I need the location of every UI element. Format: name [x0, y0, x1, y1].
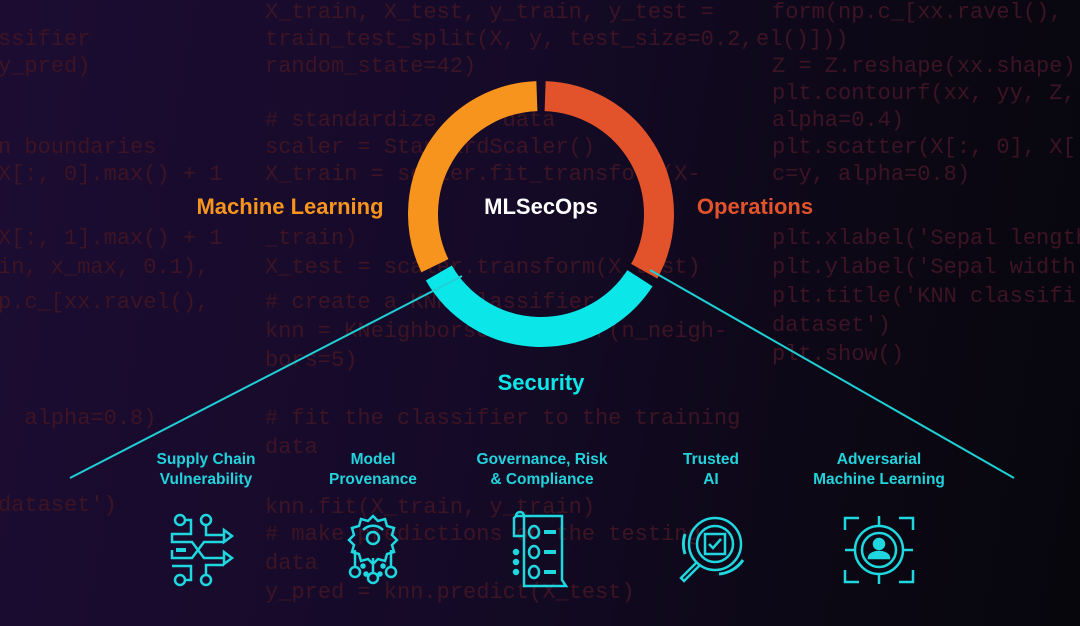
background-code-right: form(np.c_[xx.ravel(),el()]))Z = Z.resha… — [756, 0, 1080, 626]
security-segment — [425, 265, 653, 347]
code-line: X[:, 1].max() + 1 — [0, 226, 223, 251]
code-line: alpha=0.4) — [772, 108, 905, 133]
code-line: train_test_split(X, y, test_size=0.2, — [265, 27, 754, 52]
branching-arrows-icon — [170, 513, 235, 587]
code-line: _train) — [265, 226, 358, 251]
code-line: plt.show() — [772, 342, 905, 367]
code-line: scaler = StandardScaler() — [265, 135, 596, 160]
code-line: X[:, 0].max() + 1 — [0, 162, 223, 187]
category-governance: Governance, Risk& Compliance — [476, 451, 608, 488]
code-line: plt.title('KNN classifi — [772, 284, 1076, 309]
code-line: data — [265, 551, 318, 576]
code-line: alpha=0.8) — [0, 406, 157, 431]
magnifier-check-icon — [679, 516, 745, 583]
code-line: n boundaries — [0, 135, 157, 160]
code-line: plt.ylabel('Sepal width — [772, 255, 1076, 280]
checklist-document-icon — [512, 510, 569, 588]
code-line: plt.xlabel('Sepal length — [772, 226, 1080, 251]
code-line: y_pred) — [0, 54, 91, 79]
connector-line-left — [69, 275, 463, 479]
code-line: dataset') — [772, 313, 891, 338]
code-line: el()])) — [756, 27, 849, 52]
machine-learning-label: Machine Learning — [196, 194, 384, 219]
code-line: ssifier — [0, 27, 91, 52]
code-line: c=y, alpha=0.8) — [772, 162, 971, 187]
code-line: random_state=42) — [265, 54, 477, 79]
code-line: plt.contourf(xx, yy, Z, — [772, 81, 1076, 106]
operations-segment — [544, 81, 674, 279]
connector-line-right — [649, 269, 1015, 479]
code-line: Z = Z.reshape(xx.shape) — [772, 54, 1076, 79]
operations-label: Operations — [696, 194, 814, 219]
center-title: MLSecOps — [484, 194, 598, 219]
security-label: Security — [497, 370, 585, 395]
code-line: knn.fit(X_train, y_train) — [265, 495, 596, 520]
code-line: # fit the classifier to the training — [265, 406, 741, 431]
code-line: p.c_[xx.ravel(), — [0, 290, 210, 315]
code-line: dataset') — [0, 493, 117, 518]
gear-circuit-icon — [347, 514, 399, 585]
code-line: y_pred = knn.predict(X_test) — [265, 580, 635, 605]
code-line: form(np.c_[xx.ravel(), — [772, 0, 1063, 25]
code-line: data — [265, 435, 318, 460]
target-person-icon — [843, 516, 915, 584]
code-line: X_train, X_test, y_train, y_test = — [265, 0, 714, 25]
machine-learning-segment — [408, 81, 538, 273]
code-line: in, x_max, 0.1), — [0, 255, 210, 280]
code-line: plt.scatter(X[:, 0], X[ — [772, 135, 1076, 160]
